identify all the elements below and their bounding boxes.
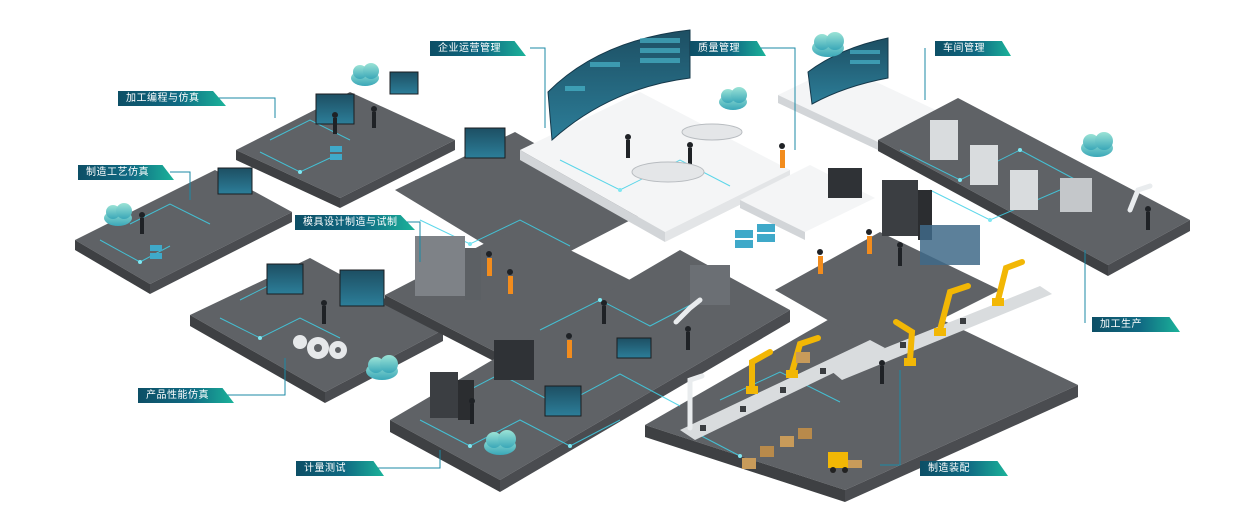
platform-product-sim [190,258,443,403]
label-process-simulation: 制造工艺仿真 [78,165,174,180]
circuit-nodes [138,148,1022,458]
platform-cam-sim [236,92,455,208]
machines [415,120,1092,420]
gears [293,335,347,359]
label-enterprise-ops: 企业运营管理 [430,41,526,56]
display-screens [217,71,652,417]
white-robots [673,183,1153,431]
cloud-icons [104,32,1113,455]
workers [139,106,1151,424]
platform-enterprise [520,92,790,242]
forklift [828,452,862,473]
enterprise-video-wall [547,29,691,142]
label-machining-production: 加工生产 [1092,317,1180,332]
cargo-boxes [742,352,812,469]
meeting-tables [631,123,743,183]
label-product-simulation: 产品性能仿真 [138,388,234,403]
label-mold-design: 模具设计制造与试制 [295,215,415,230]
cloud-sync-icon [351,63,379,86]
platform-mold [385,132,650,372]
label-assembly: 制造装配 [920,461,1008,476]
robot-arms [749,259,1025,391]
label-quality-management: 质量管理 [690,41,766,56]
label-workshop-management: 车间管理 [935,41,1011,56]
platform-process-sim [75,170,292,294]
label-cam-simulation: 加工编程与仿真 [118,91,226,106]
server-stacks [150,146,775,259]
label-metrology: 计量测试 [296,461,384,476]
robot-bases [746,298,1004,394]
workshop-video-wall [807,37,889,105]
